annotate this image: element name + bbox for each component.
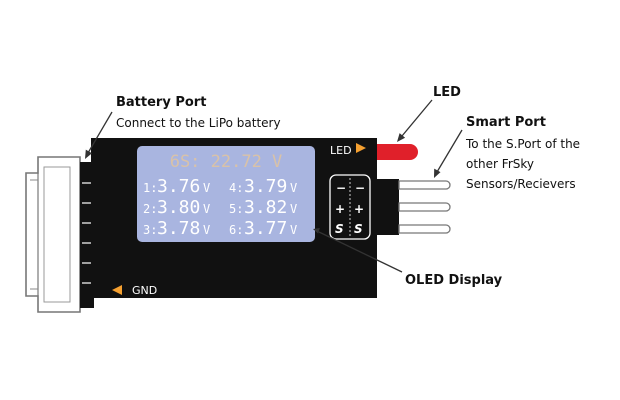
port-symbol-panel: − − + + S S xyxy=(329,174,371,240)
smart-port-description-line-1: To the S.Port of the xyxy=(465,137,580,151)
battery-port-arrow xyxy=(87,111,113,154)
cell-3-unit: V xyxy=(203,223,210,237)
smart-port-arrow xyxy=(436,129,463,173)
smart-port-pins xyxy=(377,179,451,235)
callout-arrows xyxy=(87,99,463,273)
port-symbol-minus-left: − xyxy=(336,181,346,195)
cell-5-value: 3.82 xyxy=(244,197,287,218)
cell-2-index: 2: xyxy=(143,202,157,216)
gnd-label: GND xyxy=(132,284,157,297)
cell-6-unit: V xyxy=(290,223,297,237)
oled-display-arrowhead-icon xyxy=(313,228,320,234)
led-pointer-icon xyxy=(356,143,366,153)
port-symbol-signal-right: S xyxy=(354,222,363,236)
callout-arrowheads xyxy=(85,133,441,234)
cell-4-unit: V xyxy=(290,181,297,195)
led-title: LED xyxy=(433,85,461,100)
cell-3-index: 3: xyxy=(143,223,157,237)
oled-header: 6S: 22.72 V xyxy=(170,152,283,172)
battery-port-arrowhead-icon xyxy=(85,149,92,159)
gnd-pointer-icon xyxy=(112,285,122,295)
led-body-label: LED xyxy=(330,144,352,157)
cell-6-index: 6: xyxy=(229,223,243,237)
battery-port-description: Connect to the LiPo battery xyxy=(116,116,281,130)
cell-4-index: 4: xyxy=(229,181,243,195)
cell-1-index: 1: xyxy=(143,181,157,195)
cell-1-value: 3.76 xyxy=(157,176,200,197)
cell-3-value: 3.78 xyxy=(157,218,200,239)
led-light xyxy=(377,144,419,160)
oled-screen xyxy=(137,146,315,242)
cell-5-unit: V xyxy=(290,202,297,216)
smart-port-description-line-2: other FrSky xyxy=(466,157,534,171)
cell-2-unit: V xyxy=(203,202,210,216)
battery-connector xyxy=(25,156,81,313)
battery-port-title: Battery Port xyxy=(116,95,206,110)
cell-2-value: 3.80 xyxy=(157,197,200,218)
cell-1-unit: V xyxy=(203,181,210,195)
port-symbol-signal-left: S xyxy=(335,222,344,236)
oled-display-title: OLED Display xyxy=(405,273,503,288)
port-symbol-plus-left: + xyxy=(335,202,345,216)
led-arrow xyxy=(401,99,433,137)
smart-port-description-line-3: Sensors/Recievers xyxy=(466,177,576,191)
smart-port-arrowhead-icon xyxy=(434,168,441,178)
port-symbol-plus-right: + xyxy=(354,202,364,216)
led-arrowhead-icon xyxy=(397,133,406,142)
port-symbol-minus-right: − xyxy=(355,181,365,195)
cell-6-value: 3.77 xyxy=(244,218,287,239)
smart-port-title: Smart Port xyxy=(466,115,546,130)
cell-4-value: 3.79 xyxy=(244,176,287,197)
oled-display-arrow xyxy=(318,231,403,273)
cell-5-index: 5: xyxy=(229,202,243,216)
